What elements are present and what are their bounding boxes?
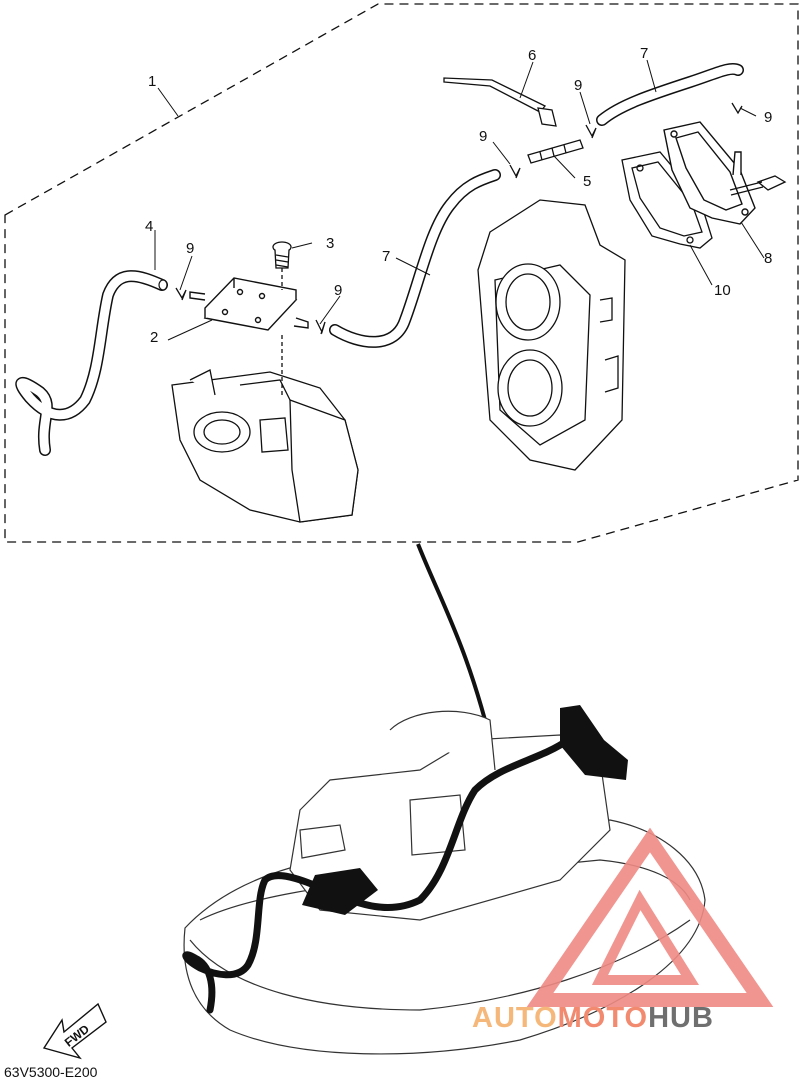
watermark-part-moto: MOTO [557, 1002, 649, 1034]
callout-2: 2 [150, 329, 158, 346]
assembly-boundary [4, 3, 799, 543]
callout-6: 6 [528, 47, 536, 64]
callout-9-b: 9 [764, 109, 772, 126]
callout-9-c: 9 [479, 128, 487, 145]
screw-3 [272, 241, 292, 290]
callout-9-d: 9 [186, 240, 194, 257]
callout-1: 1 [148, 73, 156, 90]
callout-9-a: 9 [574, 77, 582, 94]
carburetor [171, 335, 359, 523]
watermark-logo [526, 827, 774, 1007]
fwd-arrow-icon: FWD [42, 1002, 107, 1060]
watermark-text: AUTOMOTOHUB [472, 1002, 714, 1035]
bolt-8 [729, 175, 787, 196]
cover-8 [663, 121, 756, 225]
callout-labels: 1 6 7 9 9 9 5 4 9 3 7 8 10 9 2 [145, 45, 772, 346]
joint-5 [527, 139, 584, 164]
hose-route [182, 736, 572, 1014]
pump-highlight [302, 705, 628, 915]
callout-4: 4 [145, 218, 153, 235]
hose-7-lower [329, 169, 501, 348]
watermark-part-auto: AUTO [472, 1002, 558, 1034]
hose-4 [15, 270, 168, 456]
callout-5: 5 [583, 173, 591, 190]
leader-lines [154, 59, 765, 341]
callout-10: 10 [714, 282, 731, 299]
watermark-part-hub: HUB [648, 1002, 714, 1034]
callout-3: 3 [326, 235, 334, 252]
clips-9 [175, 102, 743, 335]
callout-9-e: 9 [334, 282, 342, 299]
hose-7-upper [596, 63, 744, 126]
callout-8: 8 [764, 250, 772, 267]
callout-7-upper: 7 [640, 45, 648, 62]
reference-code: 63V5300-E200 [4, 1064, 98, 1080]
callout-7-lower: 7 [382, 248, 390, 265]
tie-6 [443, 77, 557, 127]
cylinder-block [477, 199, 626, 471]
fuel-pump-2 [189, 277, 309, 331]
